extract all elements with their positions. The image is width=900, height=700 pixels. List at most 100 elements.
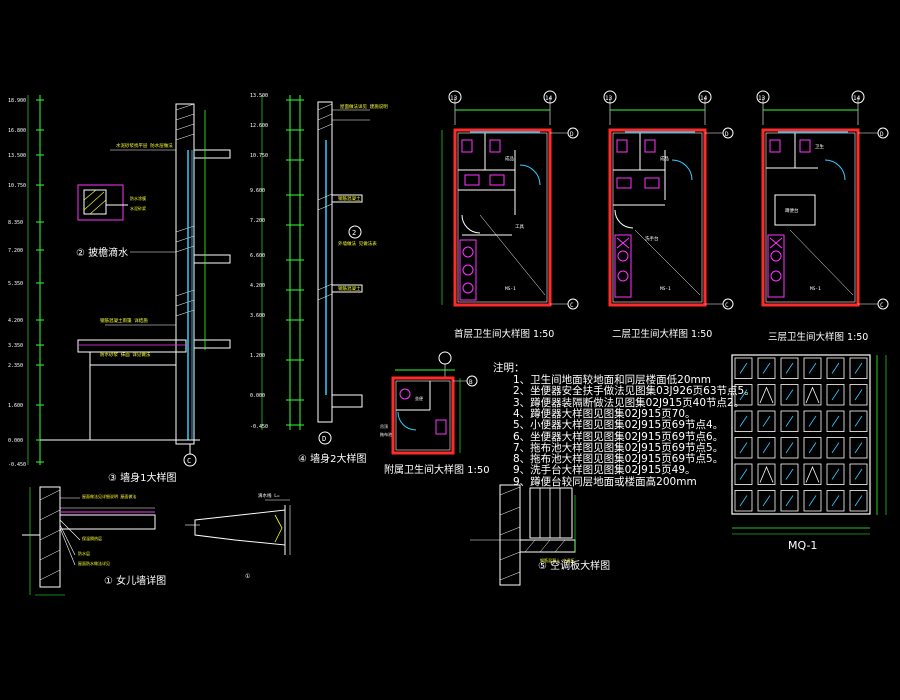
- svg-text:钢筋混凝土雨篷 详结施: 钢筋混凝土雨篷 详结施: [100, 317, 148, 324]
- svg-text:钢筋混凝土: 钢筋混凝土: [338, 195, 361, 202]
- curtain-panel: [803, 410, 822, 432]
- curtain-panel: [849, 384, 868, 406]
- svg-text:7.200: 7.200: [250, 218, 265, 224]
- svg-text:钢筋混凝土: 钢筋混凝土: [338, 285, 361, 292]
- svg-text:8.350: 8.350: [8, 220, 23, 226]
- curtain-panel: [849, 463, 868, 485]
- svg-text:C: C: [725, 302, 729, 309]
- curtain-panel: [826, 357, 845, 379]
- svg-text:10.750: 10.750: [250, 153, 268, 159]
- svg-text:13.500: 13.500: [8, 153, 26, 159]
- svg-text:成品: 成品: [505, 155, 514, 162]
- svg-text:卫生: 卫生: [815, 143, 824, 150]
- svg-text:0.000: 0.000: [8, 438, 23, 444]
- svg-text:2: 2: [352, 229, 356, 237]
- curtain-panel: [803, 357, 822, 379]
- curtain-panel: [734, 463, 753, 485]
- detail4-wall-section: 13.500 12.600 10.750 9.600 7.200 6.600 4.20…: [250, 93, 388, 445]
- curtain-panel: [757, 384, 776, 406]
- title-toilet1: 首层卫生间大样图 1:50: [454, 329, 555, 340]
- svg-text:拖布池: 拖布池: [380, 431, 392, 437]
- note-item: 6、坐便器大样图见图集02J915页69节点6。: [513, 430, 724, 443]
- svg-text:12.600: 12.600: [250, 123, 268, 129]
- curtain-panel: [849, 410, 868, 432]
- svg-text:C: C: [880, 302, 884, 309]
- svg-text:14: 14: [700, 95, 708, 102]
- svg-text:防水涂膜: 防水涂膜: [130, 195, 146, 201]
- note-item: 7、拖布池大样图见图集02J915页69节点5。: [513, 441, 724, 454]
- svg-text:洗手台: 洗手台: [645, 235, 659, 242]
- curtain-panel: [826, 463, 845, 485]
- note-item: 4、蹲便器大样图见图集02J915页70。: [513, 407, 696, 420]
- svg-text:水泥砂浆找平层 防水层做法: 水泥砂浆找平层 防水层做法: [116, 142, 173, 149]
- svg-text:6.600: 6.600: [250, 253, 265, 259]
- svg-text:3.600: 3.600: [250, 313, 265, 319]
- note-item: 9、洗手台大样图见图集02J915页49。: [513, 464, 696, 477]
- curtain-panel: [734, 384, 753, 406]
- curtain-panel: [757, 463, 776, 485]
- svg-text:B: B: [469, 379, 473, 386]
- title-detail2: ② 披檐滴水: [76, 248, 129, 259]
- svg-text:工具: 工具: [515, 224, 524, 230]
- title-detail3: ③ 墙身1大样图: [108, 473, 177, 484]
- svg-text:2.350: 2.350: [8, 363, 23, 369]
- curtain-wall-grid: [731, 354, 871, 515]
- svg-text:D: D: [570, 131, 574, 138]
- title-detail4: ④ 墙身2大样图: [298, 454, 367, 465]
- curtain-panel: [780, 357, 799, 379]
- curtain-panel: [803, 384, 822, 406]
- curtain-panel: [757, 490, 776, 512]
- svg-text:10.750: 10.750: [8, 183, 26, 189]
- svg-text:D: D: [725, 131, 729, 138]
- curtain-panel: [803, 437, 822, 459]
- svg-text:防水砂浆 抹面 详见做法: 防水砂浆 抹面 详见做法: [100, 351, 151, 358]
- svg-text:13: 13: [758, 95, 766, 102]
- svg-text:MS-1: MS-1: [505, 286, 516, 292]
- svg-text:7.200: 7.200: [8, 248, 23, 254]
- svg-text:①: ①: [245, 573, 250, 580]
- curtain-panel: [849, 357, 868, 379]
- svg-text:C: C: [570, 302, 574, 309]
- curtain-panel: [757, 410, 776, 432]
- svg-text:-0.450: -0.450: [8, 462, 26, 468]
- svg-text:13: 13: [450, 95, 458, 102]
- svg-text:9.600: 9.600: [250, 188, 265, 194]
- curtain-panel: [757, 437, 776, 459]
- note-item: 3、蹲便器装隔断做法见图集02J915页40节点2。: [513, 396, 745, 409]
- svg-text:-0.450: -0.450: [250, 424, 268, 430]
- svg-text:钢筋混凝土 空调板: 钢筋混凝土 空调板: [540, 557, 574, 563]
- svg-text:坐便: 坐便: [415, 395, 423, 401]
- curtain-panel: [826, 410, 845, 432]
- svg-text:14: 14: [853, 95, 861, 102]
- curtain-panel: [780, 490, 799, 512]
- curtain-panel: [734, 410, 753, 432]
- title-toilet-annex: 附属卫生间大样图 1:50: [384, 465, 490, 476]
- svg-text:吊顶: 吊顶: [380, 424, 388, 429]
- svg-text:屋面做法详见 建施说明: 屋面做法详见 建施说明: [340, 103, 388, 110]
- svg-text:5.350: 5.350: [8, 281, 23, 287]
- parapet-detail: 屋面做法见详细说明 屋面做法 保温隔热层 防水层 屋面防水做法详见: [22, 486, 156, 596]
- note-item: 2、坐便器安全扶手做法见图集03J926页63节点5。: [513, 385, 755, 398]
- curtain-panel: [826, 437, 845, 459]
- gutter-detail: 滴水线 L= ①: [185, 492, 291, 580]
- svg-text:13.500: 13.500: [250, 93, 268, 99]
- svg-text:成品: 成品: [660, 155, 669, 162]
- title-curtain-wall: MQ-1: [788, 539, 818, 552]
- title-toilet2: 二层卫生间大样图 1:50: [612, 329, 713, 340]
- svg-text:4.200: 4.200: [250, 283, 265, 289]
- note-item: 8、拖布池大样图见图集02J915页69节点5。: [513, 453, 724, 466]
- svg-text:蹲便台: 蹲便台: [785, 207, 799, 214]
- svg-text:3.350: 3.350: [8, 343, 23, 349]
- title-parapet: ① 女儿墙详图: [104, 576, 167, 587]
- title-toilet3: 三层卫生间大样图 1:50: [768, 332, 869, 343]
- curtain-panel: [826, 490, 845, 512]
- title-aircon: ⑤ 空调板大样图: [538, 561, 611, 572]
- svg-text:1.200: 1.200: [250, 353, 265, 359]
- curtain-panel: [849, 437, 868, 459]
- curtain-panel: [826, 384, 845, 406]
- svg-text:0.000: 0.000: [250, 393, 265, 399]
